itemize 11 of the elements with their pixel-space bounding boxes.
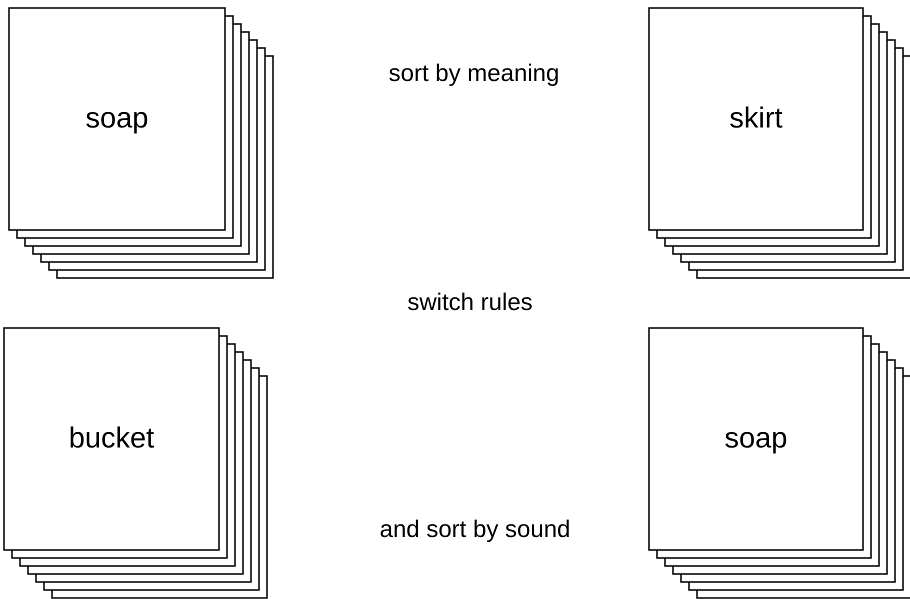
card-word: bucket — [68, 422, 154, 456]
card-stack — [8, 7, 274, 279]
card-word: soap — [86, 102, 148, 136]
instruction-text: sort by meaning — [388, 60, 560, 88]
card-stack — [3, 327, 268, 599]
card-stack — [648, 327, 910, 599]
card-word: soap — [724, 422, 788, 456]
instruction-text: and sort by sound — [380, 516, 570, 544]
card-word: skirt — [729, 102, 783, 136]
instruction-text: switch rules — [407, 289, 533, 317]
card-stack — [648, 7, 910, 279]
